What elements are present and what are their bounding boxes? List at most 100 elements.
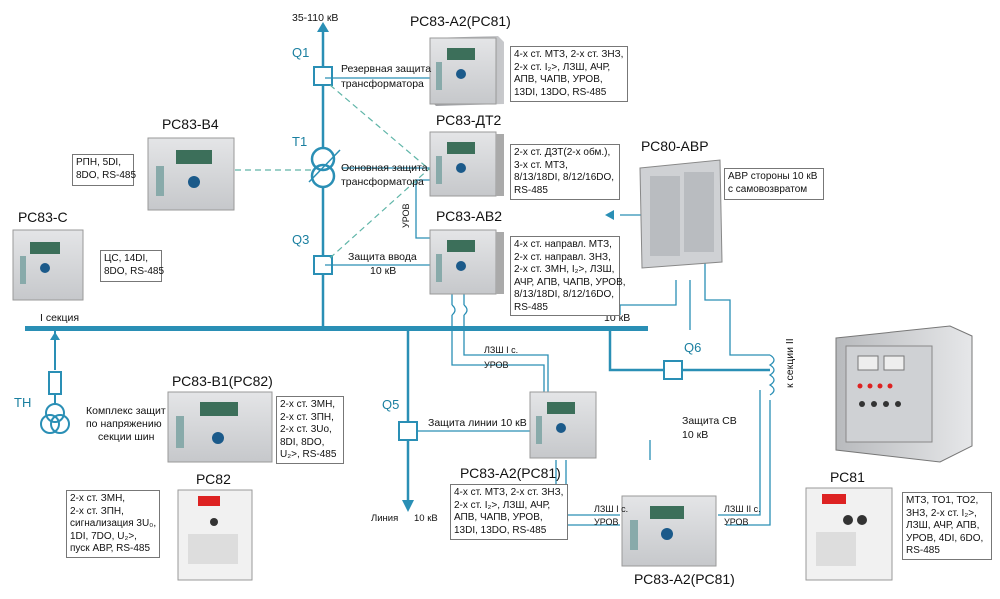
device-rs81 — [805, 487, 893, 581]
voltage-top-label: 35-110 кВ — [292, 12, 339, 24]
spec-line: 2-х ст. ЗМН, — [70, 493, 126, 504]
spec-line: МТЗ, ТО1, ТО2, — [906, 495, 979, 506]
spec-line: RS-485 — [906, 545, 940, 557]
title-rs82: РС82 — [196, 471, 231, 487]
spec-c: ЦС, 14DI, 8DO, RS-485 — [100, 250, 165, 282]
title-rs83-dt2: РС83-ДТ2 — [436, 112, 502, 128]
title-rs83-a2-mid: РС83-А2(РС81) — [460, 465, 561, 481]
urov-mid-label: УРОВ — [484, 360, 509, 370]
line-out-label-2: 10 кВ — [414, 513, 438, 524]
rezerv-label-1: Резервная защита — [341, 63, 432, 75]
osnov-label-1: Основная защита — [341, 162, 428, 174]
spec-line: 2-х ст. I₂>, ЛЗШ, АЧР, — [514, 61, 611, 73]
spec-line: 8DI, 8DO, — [280, 436, 325, 448]
spec-line: 2-х ст. ЗПН, — [70, 505, 124, 517]
device-rs83-b1 — [167, 391, 273, 463]
spec-line: 8/13/18DI, 8/12/16DO, — [514, 172, 615, 184]
vvod-label-2: 10 кВ — [370, 265, 397, 277]
device-rs83-a2-mid — [529, 391, 597, 459]
spec-line: 2-х ст. ЗМН, — [280, 399, 336, 410]
spec-line: 8DO, RS-485 — [76, 169, 137, 181]
tn-label: ТН — [14, 395, 32, 410]
arrow-up-icon — [317, 22, 329, 32]
spec-line: 8DO, RS-485 — [104, 265, 165, 277]
device-rs83-a2-bottom — [621, 495, 717, 567]
urov-bottom-left-label: УРОВ — [594, 517, 619, 527]
osnov-label-2: трансформатора — [341, 176, 424, 188]
vt-branch — [40, 330, 70, 434]
q6-label: Q6 — [684, 340, 702, 355]
q5-label: Q5 — [382, 397, 400, 412]
spec-line: 1DI, 7DO, U₂>, — [70, 530, 137, 542]
title-rs83-a2-top: РС83-А2(РС81) — [410, 13, 511, 29]
spec-line: РПН, 5DI, — [76, 157, 121, 168]
spec-line: УРОВ, 4DI, 6DO, — [906, 532, 984, 544]
tn-desc-2: по напряжению — [86, 418, 162, 430]
section-2-label: к секции II — [784, 338, 796, 388]
dashed-links — [225, 84, 431, 259]
spec-avr: АВР стороны 10 кВ с самовозвратом — [724, 168, 824, 200]
device-rs83-av2 — [429, 229, 504, 295]
spec-rs82: 2-х ст. ЗМН, 2-х ст. ЗПН, сигнализация 3… — [66, 490, 160, 558]
spec-line: ЛЗШ, АЧР, АПВ, — [906, 520, 980, 532]
spec-line: 4-х ст. МТЗ, 2-х ст. ЗНЗ, — [454, 487, 564, 498]
urov-vertical-label: УРОВ — [401, 203, 411, 228]
spec-line: 13DI, 13DO, RS-485 — [514, 86, 607, 98]
spec-line: сигнализация 3U₀, — [70, 518, 157, 530]
spec-line: 2-х ст. I₂>, ЛЗШ, АЧР, — [454, 499, 551, 511]
spec-rs81: МТЗ, ТО1, ТО2, ЗНЗ, 2-х ст. I₂>, ЛЗШ, АЧ… — [902, 492, 992, 560]
spec-dt2: 2-х ст. ДЗТ(2-х обм.), 3-х ст. МТЗ, 8/13… — [510, 144, 620, 200]
sv-label-2: 10 кВ — [682, 429, 709, 441]
device-rs83-a2-top — [429, 36, 504, 106]
line-arrow-icon — [402, 500, 414, 512]
transformer-feeder — [308, 28, 341, 328]
title-rs83-b4: РС83-В4 — [162, 116, 219, 132]
spec-b4: РПН, 5DI, 8DO, RS-485 — [72, 154, 137, 186]
spec-line: 4-х ст. МТЗ, 2-х ст. ЗНЗ, — [514, 49, 624, 60]
spec-line: пуск АВР, RS-485 — [70, 543, 151, 555]
tn-desc-1: Комплекс защит — [86, 405, 166, 417]
spec-line: RS-485 — [514, 184, 548, 196]
spec-line: RS-485 — [514, 301, 548, 313]
switchgear-cabinet — [835, 325, 973, 463]
spec-line: 8/13/18DI, 8/12/16DO, — [514, 289, 615, 301]
lzsh1-bottom-label: ЛЗШ I с. — [594, 504, 629, 514]
bus-voltage-label: 10 кВ — [604, 312, 631, 324]
lzsh1-label: ЛЗШ I с. — [484, 345, 519, 355]
title-rs83-a2-bottom: РС83-А2(РС81) — [634, 571, 735, 587]
spec-line: с самовозвратом — [728, 183, 808, 195]
bus-section-1 — [25, 326, 648, 331]
breaker-q5 — [398, 421, 418, 441]
urov-bottom-right-label: УРОВ — [724, 517, 749, 527]
q1-label: Q1 — [292, 45, 310, 60]
spec-line: 13DI, 13DO, RS-485 — [454, 524, 547, 536]
spec-line: 2-х ст. 3Uo, — [280, 424, 332, 436]
device-rs83-dt2 — [429, 131, 504, 197]
line-protect-label: Защита линии 10 кВ — [428, 417, 527, 429]
spec-line: АЧР, АПВ, ЧАПВ, УРОВ, — [514, 276, 626, 288]
title-rs83-c: РС83-С — [18, 209, 68, 225]
avr-arrow-icon — [605, 210, 614, 220]
line-out-label-1: Линия — [371, 513, 399, 524]
device-rs80-avr — [639, 159, 723, 269]
sv-label-1: Защита СВ — [682, 415, 737, 427]
breaker-q6 — [663, 360, 683, 380]
spec-line: 2-х ст. ЗПН, — [280, 411, 334, 423]
spec-line: ЦС, 14DI, — [104, 253, 149, 264]
tn-desc-3: секции шин — [98, 431, 155, 443]
spec-line: АВР стороны 10 кВ — [728, 171, 818, 182]
device-rs83-c — [12, 229, 84, 301]
spec-a2-top: 4-х ст. МТЗ, 2-х ст. ЗНЗ, 2-х ст. I₂>, Л… — [510, 46, 628, 102]
vt-arrow-icon — [50, 332, 60, 340]
spec-av2: 4-х ст. направл. МТЗ, 2-х ст. направл. З… — [510, 236, 626, 316]
spec-line: ЗНЗ, 2-х ст. I₂>, — [906, 507, 977, 519]
title-rs83-av2: РС83-АВ2 — [436, 208, 502, 224]
t1-label: T1 — [292, 134, 308, 149]
lzsh2-bottom-label: ЛЗШ II с. — [724, 504, 761, 514]
spec-line: U₂>, RS-485 — [280, 449, 337, 461]
title-rs81: РС81 — [830, 469, 865, 485]
spec-line: 2-х ст. ДЗТ(2-х обм.), — [514, 147, 611, 158]
title-rs80-avr: РС80-АВР — [641, 138, 709, 154]
section-breaker-path — [608, 330, 770, 372]
